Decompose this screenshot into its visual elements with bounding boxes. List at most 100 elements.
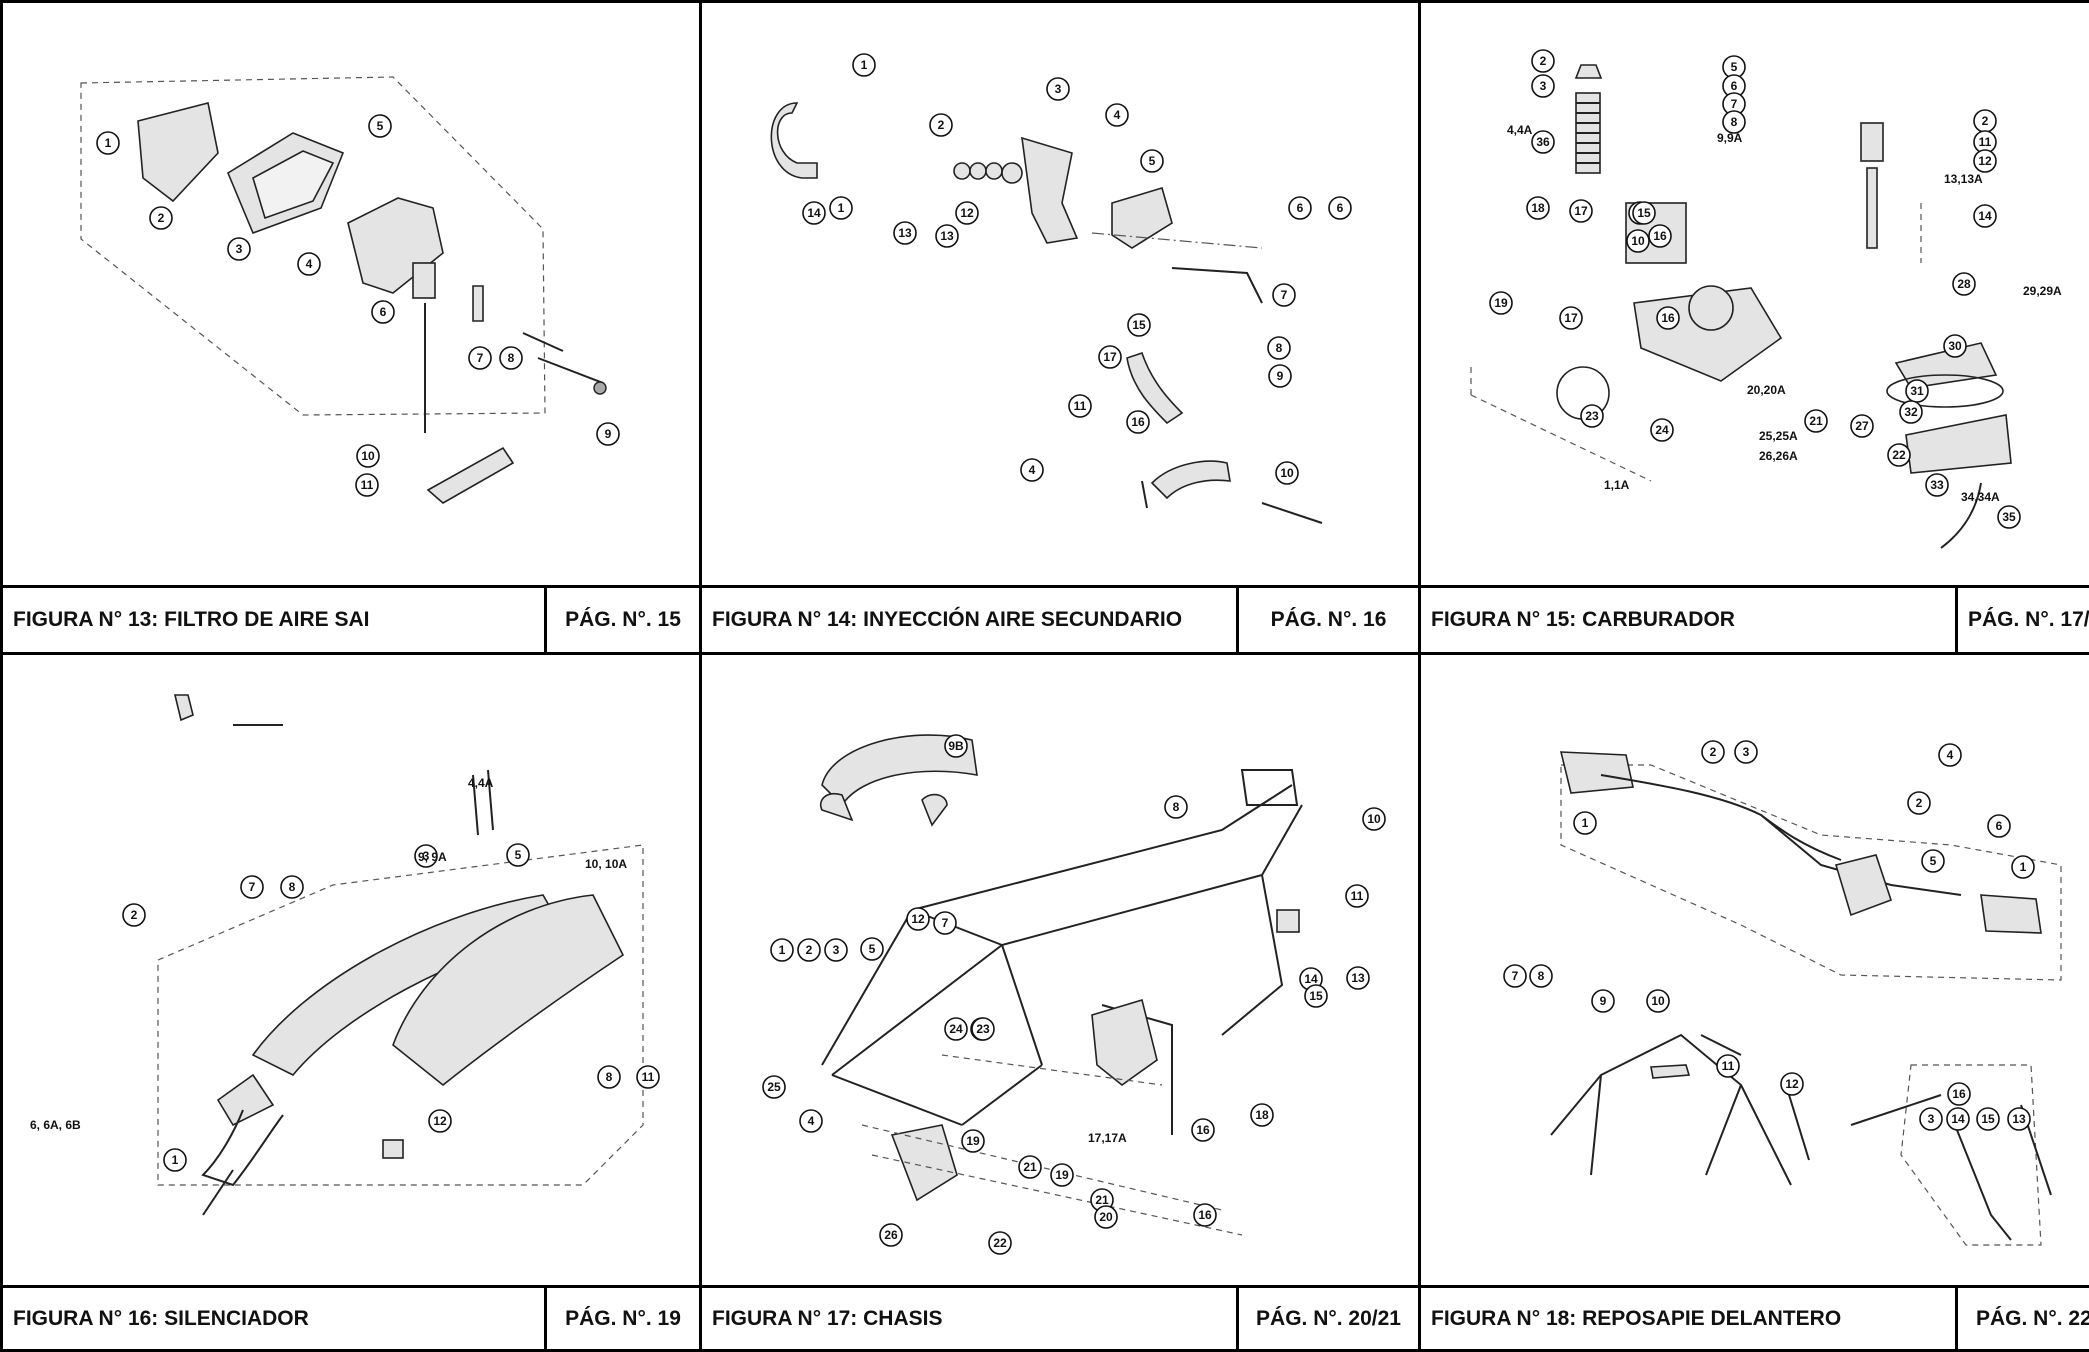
callout-7: 7 — [1722, 92, 1746, 116]
callout-24: 24 — [1650, 418, 1674, 442]
part-range-label: 9,9A — [1717, 131, 1743, 145]
callout-1: 1 — [163, 1148, 187, 1172]
callout-number: 2 — [1916, 796, 1923, 810]
callout-number: 13 — [2012, 1112, 2026, 1126]
callout-number: 8 — [1731, 115, 1738, 129]
center-stand — [1550, 1033, 1743, 1176]
figure-17-page: PÁG. N°. 20/21 — [1256, 1306, 1401, 1330]
callout-number: 2 — [131, 908, 138, 922]
callout-number: 13 — [898, 226, 912, 240]
callout-11: 11 — [355, 473, 379, 497]
callout-number: 13 — [1351, 971, 1365, 985]
figure-18-title-cell: FIGURA N° 18: REPOSAPIE DELANTERO — [1418, 1285, 1958, 1352]
callout-number: 11 — [1351, 889, 1364, 903]
callout-number: 11 — [361, 478, 374, 492]
callout-22: 22 — [988, 1231, 1012, 1255]
muffler-part — [392, 894, 625, 1087]
hose-part — [426, 446, 515, 504]
callout-16: 16 — [1191, 1118, 1215, 1142]
callout-number: 11 — [1979, 135, 1992, 149]
callout-21: 21 — [1018, 1155, 1042, 1179]
figure-14-title-cell: FIGURA N° 14: INYECCIÓN AIRE SECUNDARIO — [699, 585, 1239, 655]
callout-6: 6 — [1288, 196, 1312, 220]
callout-number: 33 — [1930, 478, 1944, 492]
figure-16-title: FIGURA N° 16: SILENCIADOR — [13, 1306, 309, 1330]
callout-12: 12 — [1973, 149, 1997, 173]
figure-13-page: PÁG. N°. 15 — [565, 608, 681, 631]
callout-number: 19 — [966, 1134, 980, 1148]
callout-30: 30 — [1943, 334, 1967, 358]
callout-number: 25 — [767, 1080, 781, 1094]
callout-8: 8 — [597, 1065, 621, 1089]
callout-8: 8 — [1529, 964, 1553, 988]
callout-11: 11 — [636, 1065, 660, 1089]
callout-13: 13 — [1346, 966, 1370, 990]
callout-number: 3 — [1928, 1112, 1935, 1126]
callout-number: 19 — [1494, 296, 1508, 310]
callout-number: 4 — [306, 257, 313, 271]
part-range-label: 34,34A — [1961, 490, 2000, 504]
callout-number: 21 — [1023, 1160, 1037, 1174]
callout-number: 16 — [1198, 1208, 1212, 1222]
callout-32: 32 — [1899, 400, 1923, 424]
callout-3: 3 — [1734, 740, 1758, 764]
part-range-label: 1,1A — [1604, 478, 1630, 492]
callout-number: 3 — [236, 242, 243, 256]
callout-10: 10 — [1626, 229, 1650, 253]
callout-5: 5 — [506, 843, 530, 867]
callout-11: 11 — [1345, 884, 1369, 908]
callout-number: 15 — [1637, 206, 1651, 220]
figure-15-drawing: 2235678101011121415161617171819212223242… — [1418, 0, 2089, 588]
callout-8: 8 — [499, 346, 523, 370]
callout-6: 6 — [1987, 814, 2011, 838]
figure-18-page-cell: PÁG. N°. 22 — [1955, 1285, 2089, 1352]
callout-number: 2 — [938, 118, 945, 132]
callout-18: 18 — [1250, 1103, 1274, 1127]
callout-8: 8 — [1722, 110, 1746, 134]
callout-number: 3 — [423, 849, 430, 863]
callout-15: 15 — [1976, 1107, 2000, 1131]
part-range-label: 20,20A — [1747, 383, 1786, 397]
callout-number: 15 — [1981, 1112, 1995, 1126]
callout-2: 2 — [929, 113, 953, 137]
callout-number: 17 — [1574, 204, 1588, 218]
callout-17: 17 — [1559, 306, 1583, 330]
callout-3: 3 — [1919, 1107, 1943, 1131]
callout-number: 9 — [605, 427, 612, 441]
callout-number: 6 — [380, 305, 387, 319]
figure-18-page: PÁG. N°. 22 — [1976, 1306, 2089, 1330]
figure-15-page: PÁG. N°. 17/1 — [1968, 608, 2089, 631]
callout-number: 5 — [1149, 154, 1156, 168]
callout-number: 2 — [1710, 745, 1717, 759]
callout-3: 3 — [824, 938, 848, 962]
callout-number: 7 — [1731, 97, 1738, 111]
figure-13-title-cell: FIGURA N° 13: FILTRO DE AIRE SAI — [0, 585, 547, 655]
callout-1: 1 — [96, 131, 120, 155]
callout-number: 5 — [869, 942, 876, 956]
callout-4: 4 — [799, 1109, 823, 1133]
callout-number: 17 — [1564, 311, 1578, 325]
part-range-label: 13,13A — [1944, 172, 1983, 186]
callout-number: 4 — [1947, 748, 1954, 762]
callout-16: 16 — [1126, 410, 1150, 434]
callout-number: 17 — [1103, 350, 1117, 364]
callout-35: 35 — [1997, 505, 2021, 529]
callout-1: 1 — [2011, 855, 2035, 879]
callout-number: 16 — [1661, 311, 1675, 325]
callout-1: 1 — [1573, 811, 1597, 835]
callout-2: 2 — [1701, 740, 1725, 764]
callout-number: 3 — [1055, 82, 1062, 96]
valve-part — [1111, 187, 1173, 249]
callout-number: 9 — [1600, 994, 1607, 1008]
callout-number: 9 — [1277, 369, 1284, 383]
callout-2: 2 — [122, 903, 146, 927]
callout-number: 7 — [477, 351, 484, 365]
callout-number: 5 — [515, 848, 522, 862]
callout-17: 17 — [1098, 345, 1122, 369]
callout-12: 12 — [428, 1109, 452, 1133]
callout-number: 2 — [1982, 114, 1989, 128]
callout-number: 8 — [508, 351, 515, 365]
callout-2: 2 — [1531, 49, 1555, 73]
